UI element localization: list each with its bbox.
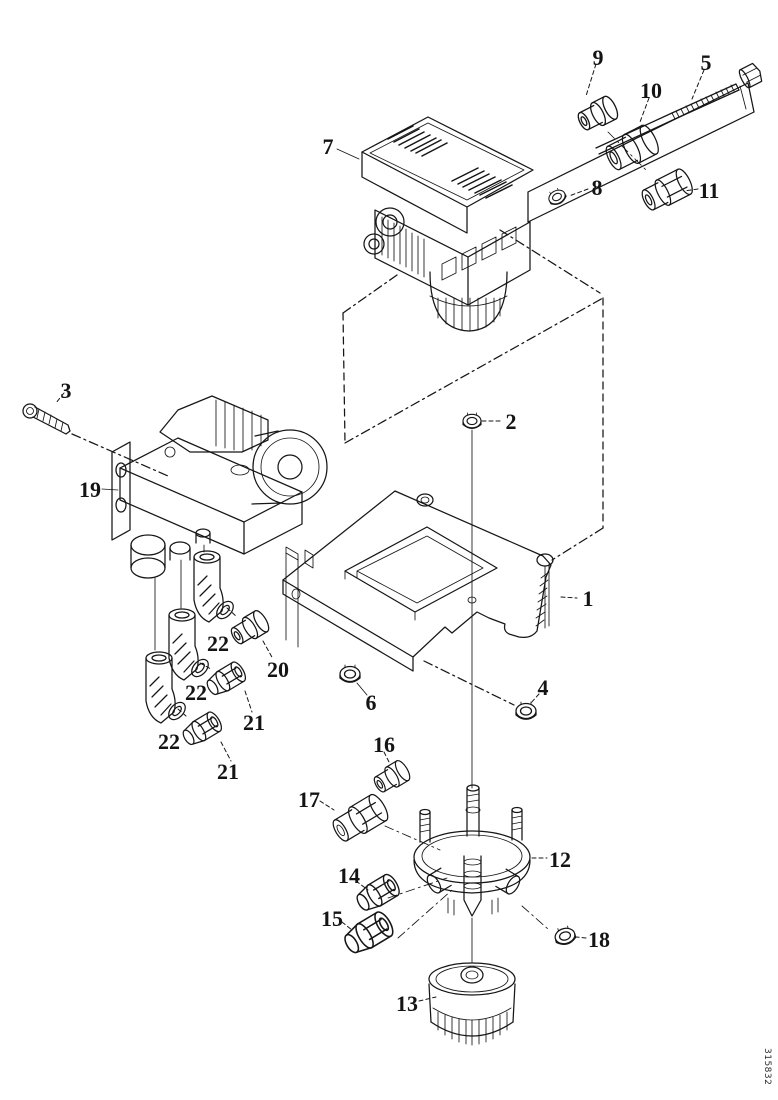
callout-13: 13	[396, 991, 418, 1016]
part-3-screw	[22, 403, 169, 477]
callout-22a: 22	[207, 631, 229, 656]
part-12-relay-valve	[413, 784, 531, 917]
part-4-nut	[423, 660, 537, 720]
part-1-bracket	[282, 490, 554, 672]
callout-15: 15	[321, 906, 343, 931]
callout-1: 1	[583, 586, 594, 611]
callout-22c: 22	[158, 729, 180, 754]
callout-19: 19	[79, 477, 101, 502]
part-14-fitting	[352, 871, 403, 916]
module-label-hatch-2	[451, 167, 513, 199]
part-5-bolt	[595, 62, 763, 155]
callout-8: 8	[592, 175, 603, 200]
mounting-arm	[527, 82, 755, 223]
lower-left-leader-lines	[177, 607, 274, 762]
callout-20: 20	[267, 657, 289, 682]
part-22-elbow-1	[193, 550, 238, 623]
callout-10: 10	[640, 78, 662, 103]
callout-labels: 1 2 3 4 5 6 7 8 9 10 11 12 13 14 15 16 1…	[61, 45, 720, 1016]
part-10-fitting	[605, 124, 659, 173]
callout-2: 2	[506, 409, 517, 434]
part-6-nut	[339, 664, 361, 683]
callout-11: 11	[699, 178, 720, 203]
doc-number: 315832	[762, 1048, 772, 1085]
part-18-nut	[552, 924, 578, 948]
part-19-valve-assembly	[111, 395, 328, 579]
callout-22b: 22	[185, 680, 207, 705]
part-13-filter	[428, 962, 516, 1046]
callout-18: 18	[588, 927, 610, 952]
callout-7: 7	[323, 134, 334, 159]
callout-21b: 21	[217, 759, 239, 784]
part-9-fitting	[573, 93, 622, 135]
part-21-fitting-1	[202, 659, 249, 700]
lower-center-leader-lines	[384, 825, 549, 939]
part-16-fitting	[370, 757, 414, 797]
callout-5: 5	[701, 50, 712, 75]
part-15-fitting	[339, 908, 398, 959]
bracket-flange-hatch	[535, 571, 550, 627]
callout-6: 6	[366, 690, 377, 715]
callout-21a: 21	[243, 710, 265, 735]
callout-17: 17	[298, 787, 320, 812]
callout-leaders	[55, 63, 705, 1002]
callout-4: 4	[538, 675, 549, 700]
callout-16: 16	[373, 732, 395, 757]
callout-3: 3	[61, 378, 72, 403]
callout-14: 14	[338, 863, 360, 888]
part-17-fitting	[332, 793, 389, 842]
part-7-control-module	[361, 116, 534, 332]
projection-plane-dashed-lines	[342, 229, 604, 561]
callout-12: 12	[549, 847, 571, 872]
callout-9: 9	[593, 45, 604, 70]
module-label-hatch-1	[387, 125, 448, 157]
part-11-fitting	[641, 168, 693, 211]
part-22-elbow-3	[145, 651, 190, 724]
part-2-nut	[462, 412, 482, 429]
